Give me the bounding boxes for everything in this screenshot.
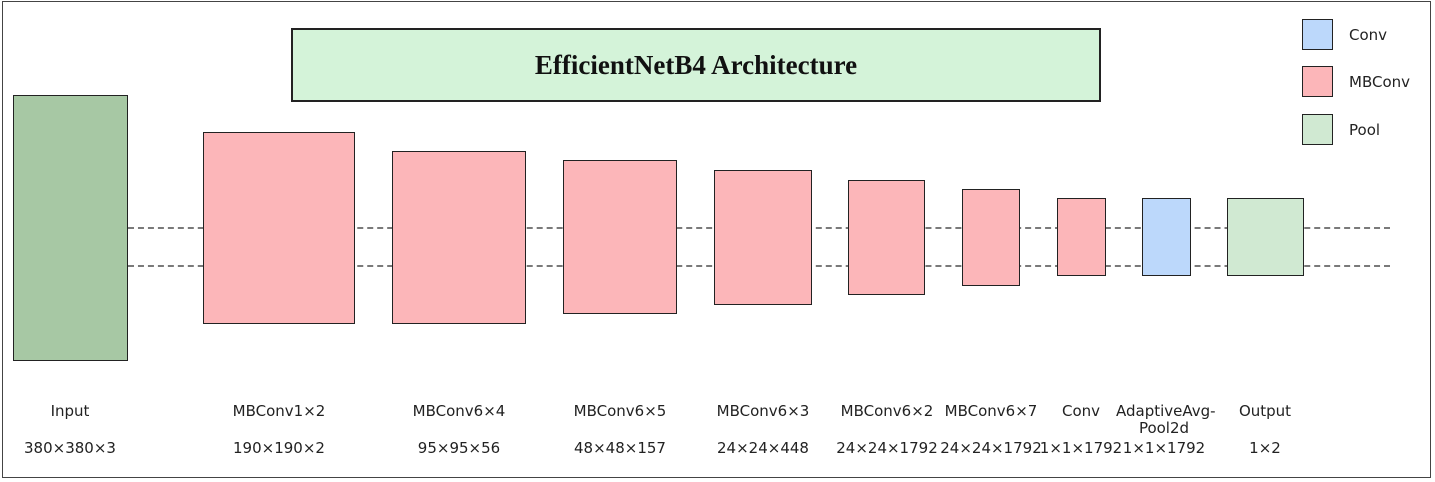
legend-swatch-mbconv [1302, 66, 1333, 97]
layer-8-block [1142, 198, 1191, 276]
legend-label-mbconv: MBConv [1349, 72, 1411, 91]
layer-6-dims: 24×24×1792 [940, 439, 1042, 457]
layer-5-dims: 24×24×1792 [836, 439, 938, 457]
layer-5-block [848, 180, 925, 295]
legend-swatch-pool [1302, 114, 1333, 145]
legend-item-pool: Pool [1302, 114, 1380, 145]
layer-4-dims: 24×24×448 [717, 439, 809, 457]
layer-1-dims: 190×190×2 [233, 439, 325, 457]
layer-7-dims: 1×1×1792 [1039, 439, 1123, 457]
diagram-title: EfficientNetB4 Architecture [291, 28, 1101, 102]
layer-0-block [13, 95, 128, 361]
layer-5-label: MBConv6×2 [840, 402, 934, 420]
layer-3-dims: 48×48×157 [574, 439, 666, 457]
layer-1-label: MBConv1×2 [232, 402, 326, 420]
layer-0-dims: 380×380×3 [24, 439, 116, 457]
layer-4-block [714, 170, 812, 305]
layer-6-label: MBConv6×7 [944, 402, 1038, 420]
layer-4-label: MBConv6×3 [716, 402, 810, 420]
layer-9-block [1227, 198, 1304, 276]
layer-8-label: AdaptiveAvg-Pool2d [1116, 402, 1216, 437]
layer-1-block [203, 132, 355, 324]
legend-item-mbconv: MBConv [1302, 66, 1410, 97]
legend-item-conv: Conv [1302, 19, 1387, 50]
layer-9-label: Output [1238, 402, 1292, 420]
legend-swatch-conv [1302, 19, 1333, 50]
layer-7-label: Conv [1061, 402, 1101, 420]
legend-label-pool: Pool [1349, 120, 1381, 139]
layer-8-dims: 1×1×1792 [1122, 439, 1206, 457]
layer-3-label: MBConv6×5 [573, 402, 667, 420]
layer-3-block [563, 160, 677, 314]
legend-label-conv: Conv [1349, 25, 1388, 44]
layer-6-block [962, 189, 1020, 286]
layer-0-label: Input [50, 402, 90, 420]
layer-9-dims: 1×2 [1249, 439, 1281, 457]
layer-2-label: MBConv6×4 [412, 402, 506, 420]
layer-2-dims: 95×95×56 [417, 439, 501, 457]
layer-2-block [392, 151, 526, 324]
layer-7-block [1057, 198, 1106, 276]
